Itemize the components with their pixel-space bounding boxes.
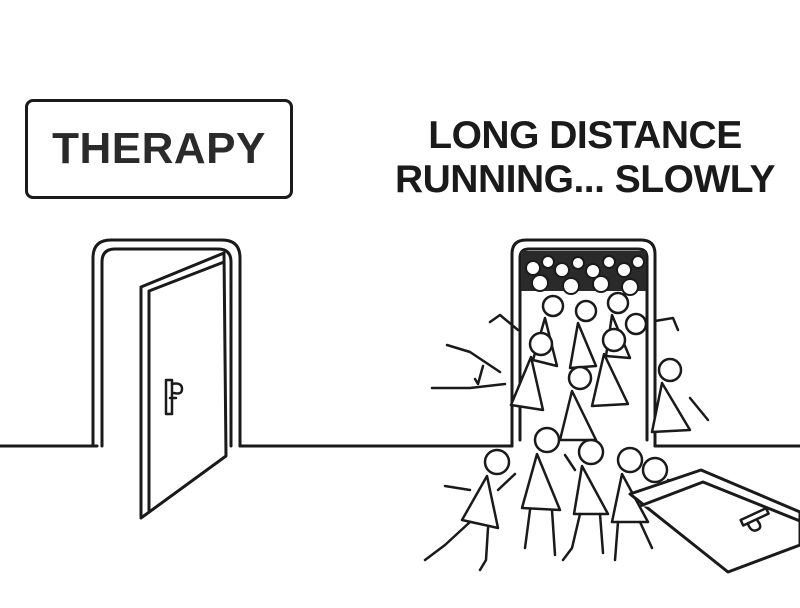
therapy-door-frame (91, 238, 242, 448)
therapy-sign-label: THERAPY (52, 124, 266, 173)
door-handle-icon (164, 378, 184, 416)
caption-line-1: LONG DISTANCE (428, 114, 742, 157)
caption-line-2: RUNNING... SLOWLY (394, 158, 776, 201)
crowd-in-doorway (521, 251, 646, 296)
running-door-frame (510, 238, 657, 448)
running-stick-figures (423, 291, 710, 572)
door-handle-icon (739, 506, 770, 532)
fallen-door (628, 468, 800, 574)
running-door-caption: LONG DISTANCE RUNNING... SLOWLY (375, 114, 795, 202)
therapy-sign: THERAPY (25, 99, 293, 199)
therapy-door-panel (139, 251, 228, 520)
